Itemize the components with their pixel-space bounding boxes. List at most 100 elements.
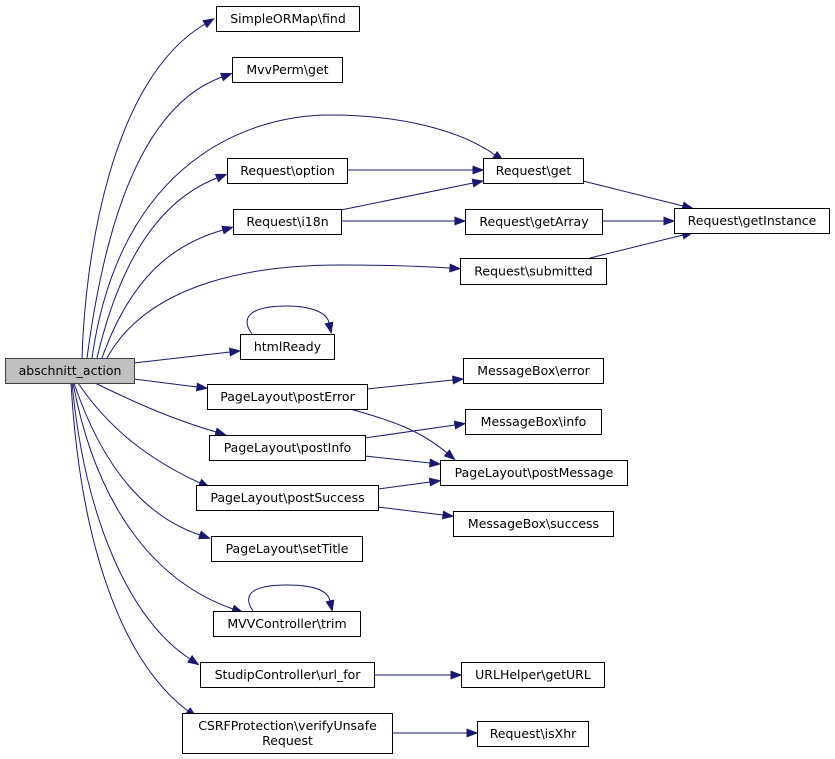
edge-htmlready-to-htmlready [246, 305, 334, 335]
node-messagebox_success[interactable]: MessageBox\success [453, 511, 614, 537]
node-label: PageLayout\postInfo [224, 440, 352, 455]
node-box [463, 358, 604, 384]
edge-pagelayout_postinfo-to-messagebox_info [364, 420, 467, 439]
edge-line [377, 481, 431, 490]
edge-line [340, 182, 474, 211]
node-studipcontroller_url_for[interactable]: StudipController\url_for [200, 662, 375, 688]
edge-abschnitt_action-to-csrfprotection_verifyunsaferequest [70, 382, 198, 718]
node-pagelayout_postinfo[interactable]: PageLayout\postInfo [209, 435, 366, 461]
node-box [460, 258, 607, 285]
edge-request_submitted-to-request_getinstance [589, 230, 695, 259]
arrowhead-icon [466, 728, 479, 738]
node-request_isxhr[interactable]: Request\isXhr [477, 721, 589, 747]
node-mvvperm_get[interactable]: MvvPerm\get [232, 57, 343, 83]
edge-line [589, 234, 684, 259]
edges-layer [70, 18, 695, 738]
node-htmlready[interactable]: htmlReady [240, 334, 335, 360]
node-label: StudipController\url_for [215, 667, 362, 682]
node-request_getarray[interactable]: Request\getArray [465, 209, 603, 235]
node-request_getinstance[interactable]: Request\getInstance [674, 208, 830, 234]
edge-line [72, 382, 234, 610]
edge-line [364, 424, 456, 439]
node-messagebox_error[interactable]: MessageBox\error [463, 358, 604, 384]
edge-pagelayout_posterror-to-pagelayout_postmessage [349, 408, 456, 461]
node-urlhelper_geturl[interactable]: URLHelper\getURL [461, 662, 605, 688]
node-label: Request\i18n [246, 214, 328, 229]
node-label: MessageBox\success [468, 516, 599, 531]
node-box [211, 536, 363, 562]
edge-line [133, 351, 231, 364]
node-box [465, 209, 603, 235]
edge-line [86, 76, 223, 359]
node-label: URLHelper\getURL [475, 667, 591, 682]
node-label: Request\isXhr [490, 726, 577, 741]
node-box [196, 485, 379, 511]
node-mvvcontroller_trim[interactable]: MVVController\trim [213, 611, 361, 637]
node-messagebox_info[interactable]: MessageBox\info [465, 409, 602, 435]
arrowhead-icon [429, 458, 442, 468]
node-box [213, 611, 361, 637]
node-box [440, 460, 628, 486]
node-pagelayout_postsuccess[interactable]: PageLayout\postSuccess [196, 485, 379, 511]
node-pagelayout_settitle[interactable]: PageLayout\setTitle [211, 536, 363, 562]
node-box [674, 208, 830, 234]
node-request_option[interactable]: Request\option [227, 158, 348, 184]
node-label: SimpleORMap\find [230, 11, 346, 26]
arrowhead-icon [324, 321, 334, 335]
arrowhead-icon [454, 216, 467, 226]
edge-abschnitt_action-to-pagelayout_postsuccess [77, 382, 211, 488]
edge-abschnitt_action-to-request_get [91, 114, 505, 359]
node-abschnitt_action[interactable]: abschnitt_action [5, 358, 135, 384]
edge-abschnitt_action-to-mvvperm_get [86, 72, 233, 359]
node-label: MvvPerm\get [246, 62, 328, 77]
node-box [227, 158, 348, 184]
edge-abschnitt_action-to-studipcontroller_url_for [71, 382, 200, 666]
node-request_submitted[interactable]: Request\submitted [460, 258, 607, 285]
node-label: Request\get [496, 163, 572, 178]
arrowhead-icon [187, 654, 200, 666]
node-label: MVVController\trim [227, 616, 346, 631]
node-box [200, 662, 375, 688]
edge-line [91, 114, 496, 359]
node-label: PageLayout\setTitle [226, 541, 349, 556]
node-box [232, 57, 343, 83]
edge-pagelayout_postsuccess-to-messagebox_success [377, 506, 455, 520]
node-box [453, 511, 614, 537]
node-label: Request\getArray [479, 214, 589, 229]
arrowhead-icon [202, 18, 215, 29]
edge-abschnitt_action-to-request_option [96, 173, 228, 359]
node-request_get[interactable]: Request\get [483, 158, 584, 184]
edge-abschnitt_action-to-request_submitted [106, 263, 462, 359]
node-pagelayout_posterror[interactable]: PageLayout\postError [207, 384, 368, 410]
arrowhead-icon [472, 165, 485, 175]
node-simpleormap_find[interactable]: SimpleORMap\find [216, 6, 360, 32]
edge-request_get-to-request_getinstance [582, 180, 695, 211]
edge-line [366, 379, 454, 390]
edge-abschnitt_action-to-htmlready [133, 347, 242, 364]
node-box [461, 662, 605, 688]
arrowhead-icon [214, 427, 227, 437]
edge-line [77, 382, 201, 484]
arrowhead-icon [325, 599, 335, 613]
arrowhead-icon [663, 216, 676, 226]
node-pagelayout_postmessage[interactable]: PageLayout\postMessage [440, 460, 628, 486]
node-label: PageLayout\postMessage [455, 465, 614, 480]
arrowhead-icon [198, 530, 211, 540]
edge-request_getarray-to-request_getinstance [602, 216, 676, 226]
edge-line [101, 229, 224, 359]
node-box [5, 358, 135, 384]
arrowhead-icon [214, 173, 228, 183]
node-label: PageLayout\postSuccess [210, 490, 364, 505]
edge-line [133, 378, 198, 388]
node-box [182, 713, 393, 754]
edge-pagelayout_posterror-to-messagebox_error [366, 375, 465, 390]
node-label: Request\submitted [474, 264, 592, 279]
node-label: Request\option [240, 163, 335, 178]
edge-line [81, 23, 206, 359]
node-request_i18n[interactable]: Request\i18n [233, 209, 342, 235]
node-label: MessageBox\info [481, 414, 587, 429]
edge-line [73, 382, 201, 536]
node-label: CSRFProtection\verifyUnsafe [198, 718, 377, 733]
